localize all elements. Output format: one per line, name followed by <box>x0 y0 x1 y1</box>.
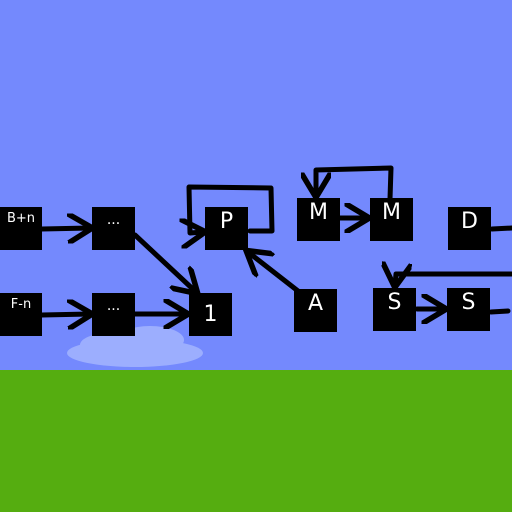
block-f-minus-n: F-n <box>0 293 42 336</box>
arrow-d-out <box>489 225 512 232</box>
block-p: P <box>205 207 248 250</box>
block-s-right: S <box>447 288 490 331</box>
block-one-label: 1 <box>203 301 218 327</box>
block-s-left-label: S <box>387 290 402 315</box>
block-m-right: M <box>370 198 413 241</box>
block-dots-bottom: ... <box>92 293 135 336</box>
arrow-s-loop <box>395 274 512 285</box>
arrow-fn-to-dots <box>39 314 90 315</box>
block-m-left-label: M <box>309 200 328 225</box>
block-dots-top-label: ... <box>106 212 121 228</box>
arrow-dots-top-to-one <box>132 232 196 292</box>
block-m-right-label: M <box>382 200 401 225</box>
arrow-s-out <box>488 308 511 315</box>
block-f-minus-n-label: F-n <box>10 297 32 312</box>
ground <box>0 370 512 512</box>
block-b-plus-n: B+n <box>0 207 42 250</box>
cloud <box>67 326 203 367</box>
block-dots-top: ... <box>92 207 135 250</box>
block-a: A <box>294 289 337 332</box>
arrow-bn-to-dots <box>39 228 90 229</box>
arrow-p-self-loop <box>189 184 275 233</box>
block-p-label: P <box>219 209 234 234</box>
arrow-m-loop <box>316 165 394 199</box>
block-one: 1 <box>189 293 232 336</box>
block-d: D <box>448 207 491 250</box>
block-m-left: M <box>297 198 340 241</box>
block-s-right-label: S <box>461 290 476 315</box>
block-d-label: D <box>461 209 478 234</box>
block-a-label: A <box>307 291 324 316</box>
block-b-plus-n-label: B+n <box>6 211 36 226</box>
block-dots-bottom-label: ... <box>106 298 121 314</box>
arrow-a-to-p <box>248 252 301 294</box>
block-s-left: S <box>373 288 416 331</box>
